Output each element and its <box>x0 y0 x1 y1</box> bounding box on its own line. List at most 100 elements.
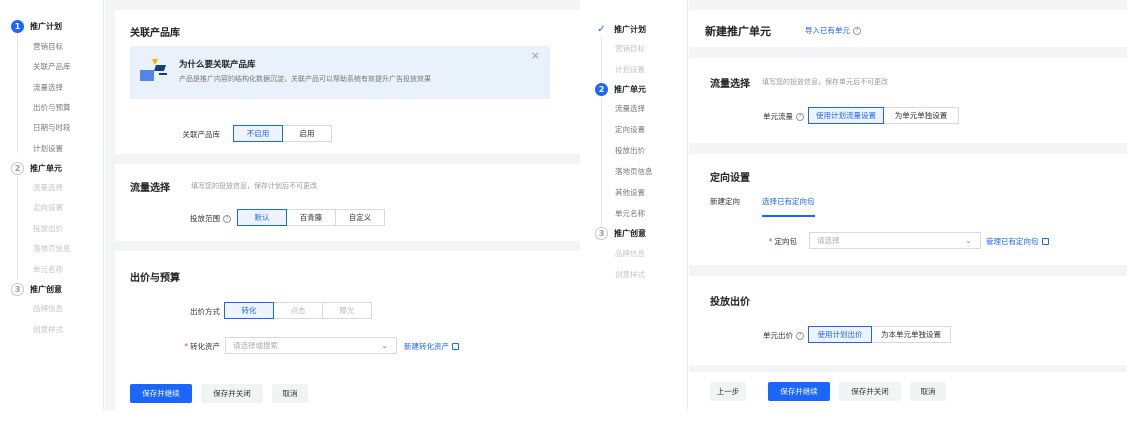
option-disable[interactable]: 不启用 <box>233 125 283 142</box>
nav-step-plan[interactable]: 1 推广计划 <box>11 20 62 33</box>
nav-item-other-settings[interactable]: 其他设置 <box>615 188 645 197</box>
step-connector <box>17 176 18 280</box>
conversion-asset-select[interactable]: 请选择或搜索 ⌄ <box>225 337 397 354</box>
nav-item-brand: 品牌信息 <box>33 304 63 313</box>
page-header: 新建推广单元 导入已有单元? <box>689 10 1127 47</box>
nav-step-plan[interactable]: ✓ 推广计划 <box>595 23 646 36</box>
unit-bid-selector: 使用计划出价 为本单元单独设置 <box>808 326 951 343</box>
nav-item-plan-settings[interactable]: 计划设置 <box>33 144 63 153</box>
import-unit-link[interactable]: 导入已有单元? <box>805 25 861 36</box>
right-screen: ✓ 推广计划 营销目标 计划设置 2 推广单元 流量选择 定向设置 投放出价 落… <box>590 0 1127 428</box>
tab-new-targeting[interactable]: 新建定向 <box>710 197 740 206</box>
traffic-card: 流量选择 填写您的投放信息，保存单元后不可更改 单元流量? 使用计划流量设置 为… <box>689 58 1127 143</box>
nav-item-landing[interactable]: 落地页信息 <box>615 167 653 176</box>
step-connector <box>17 33 18 153</box>
help-icon[interactable]: ? <box>796 113 804 121</box>
nav-item-unit-name[interactable]: 单元名称 <box>615 209 645 218</box>
save-continue-button[interactable]: 保存并继续 <box>768 382 830 401</box>
option-unit-traffic[interactable]: 为单元单独设置 <box>883 107 959 124</box>
traffic-card: 流量选择 填写您的投放信息，保存计划后不可更改 投放范围? 默认 百青藤 自定义 <box>115 164 580 241</box>
step-connector <box>601 98 602 226</box>
save-continue-button[interactable]: 保存并继续 <box>130 384 192 403</box>
nav-item-product-lib[interactable]: 关联产品库 <box>33 62 71 71</box>
nav-item-landing: 落地页信息 <box>33 244 71 253</box>
field-label: *转化资产 <box>184 342 220 351</box>
help-icon: ? <box>853 27 861 35</box>
nav-item-traffic[interactable]: 流量选择 <box>33 83 63 92</box>
nav-item-plan-settings: 计划设置 <box>615 65 645 74</box>
option-enable[interactable]: 启用 <box>282 125 332 142</box>
step-nav: 1 推广计划 营销目标 关联产品库 流量选择 出价与预算 日期与时段 计划设置 … <box>0 0 104 410</box>
section-hint: 填写您的投放信息，保存计划后不可更改 <box>191 182 317 190</box>
nav-item-marketing-goal: 营销目标 <box>615 44 645 53</box>
option-baiqingteng[interactable]: 百青藤 <box>286 209 336 226</box>
step-label: 推广计划 <box>30 22 62 31</box>
product-illustration-icon <box>140 59 167 81</box>
targeting-card: 定向设置 新建定向 选择已有定向包 *定向包 请选择 ⌄ 管理已有定向包 <box>689 154 1127 265</box>
option-impression: 曝光 <box>322 302 372 319</box>
close-icon[interactable]: × <box>530 49 540 62</box>
new-conversion-asset-link[interactable]: 新建转化资产 <box>404 341 459 352</box>
step-number: 3 <box>595 227 608 240</box>
section-title: 出价与预算 <box>130 273 180 284</box>
save-close-button[interactable]: 保存并关闭 <box>201 384 263 403</box>
option-default[interactable]: 默认 <box>237 209 287 226</box>
targeting-package-select[interactable]: 请选择 ⌄ <box>809 232 981 249</box>
step-number: 1 <box>11 20 24 33</box>
nav-item-bid-budget[interactable]: 出价与预算 <box>33 103 71 112</box>
form-area: 关联产品库 为什么要关联产品库 产品是推广内容的结构化数据沉淀，关联产品可以帮助… <box>105 0 580 410</box>
option-unit-bid[interactable]: 为本单元单独设置 <box>871 326 951 343</box>
nav-item-traffic[interactable]: 流量选择 <box>615 104 645 113</box>
manage-targeting-link[interactable]: 管理已有定向包 <box>986 236 1049 247</box>
bidding-card: 投放出价 单元出价? 使用计划出价 为本单元单独设置 <box>689 276 1127 365</box>
save-close-button[interactable]: 保存并关闭 <box>839 382 901 401</box>
section-title: 定向设置 <box>710 173 750 184</box>
nav-item-bidding[interactable]: 投放出价 <box>615 146 645 155</box>
section-title: 流量选择 <box>130 183 170 194</box>
step-nav: ✓ 推广计划 营销目标 计划设置 2 推广单元 流量选择 定向设置 投放出价 落… <box>590 0 688 410</box>
check-icon: ✓ <box>595 23 608 36</box>
select-placeholder: 请选择 <box>817 236 840 245</box>
step-label: 推广创意 <box>614 229 646 238</box>
step-number: 3 <box>11 283 24 296</box>
nav-step-creative[interactable]: 3 推广创意 <box>595 227 646 240</box>
step-label: 推广计划 <box>614 25 646 34</box>
nav-step-unit[interactable]: 2 推广单元 <box>595 83 646 96</box>
nav-item-targeting[interactable]: 定向设置 <box>615 125 645 134</box>
nav-item-marketing-goal[interactable]: 营销目标 <box>33 42 63 51</box>
nav-step-unit[interactable]: 2 推广单元 <box>11 162 62 175</box>
help-icon[interactable]: ? <box>796 332 804 340</box>
unit-traffic-selector: 使用计划流量设置 为单元单独设置 <box>808 107 959 124</box>
step-connector <box>601 36 602 84</box>
product-lib-toggle: 不启用 启用 <box>233 125 332 142</box>
step-label: 推广单元 <box>30 164 62 173</box>
field-label: 关联产品库 <box>182 130 221 139</box>
help-icon[interactable]: ? <box>223 215 231 223</box>
cancel-button[interactable]: 取消 <box>910 382 946 401</box>
option-use-plan-bid[interactable]: 使用计划出价 <box>808 326 872 343</box>
banner-description: 产品是推广内容的结构化数据沉淀，关联产品可以帮助系统有效提升广告投放效果 <box>179 75 431 83</box>
nav-step-creative[interactable]: 3 推广创意 <box>11 283 62 296</box>
product-lib-card: 关联产品库 为什么要关联产品库 产品是推广内容的结构化数据沉淀，关联产品可以帮助… <box>115 10 580 154</box>
section-hint: 填写您的投放信息，保存单元后不可更改 <box>762 78 888 86</box>
nav-item-traffic: 流量选择 <box>33 183 63 192</box>
field-label: 单元出价? <box>729 330 804 341</box>
option-click: 点击 <box>273 302 323 319</box>
field-label: 单元流量? <box>729 111 804 122</box>
option-conversion[interactable]: 转化 <box>224 302 274 319</box>
nav-item-date-time[interactable]: 日期与时段 <box>33 123 71 132</box>
prev-step-button[interactable]: 上一步 <box>710 382 746 401</box>
option-custom[interactable]: 自定义 <box>335 209 385 226</box>
cancel-button[interactable]: 取消 <box>272 384 308 403</box>
field-label: 出价方式 <box>190 307 220 316</box>
step-number: 2 <box>11 162 24 175</box>
step-number: 2 <box>595 83 608 96</box>
banner-title: 为什么要关联产品库 <box>179 60 256 70</box>
page-title: 新建推广单元 <box>705 25 771 38</box>
nav-item-unit-name: 单元名称 <box>33 265 63 274</box>
option-use-plan-traffic[interactable]: 使用计划流量设置 <box>808 107 884 124</box>
tab-existing-targeting[interactable]: 选择已有定向包 <box>762 196 815 217</box>
nav-item-targeting: 定向设置 <box>33 203 63 212</box>
chevron-down-icon: ⌄ <box>965 236 972 245</box>
section-title: 关联产品库 <box>130 28 180 39</box>
